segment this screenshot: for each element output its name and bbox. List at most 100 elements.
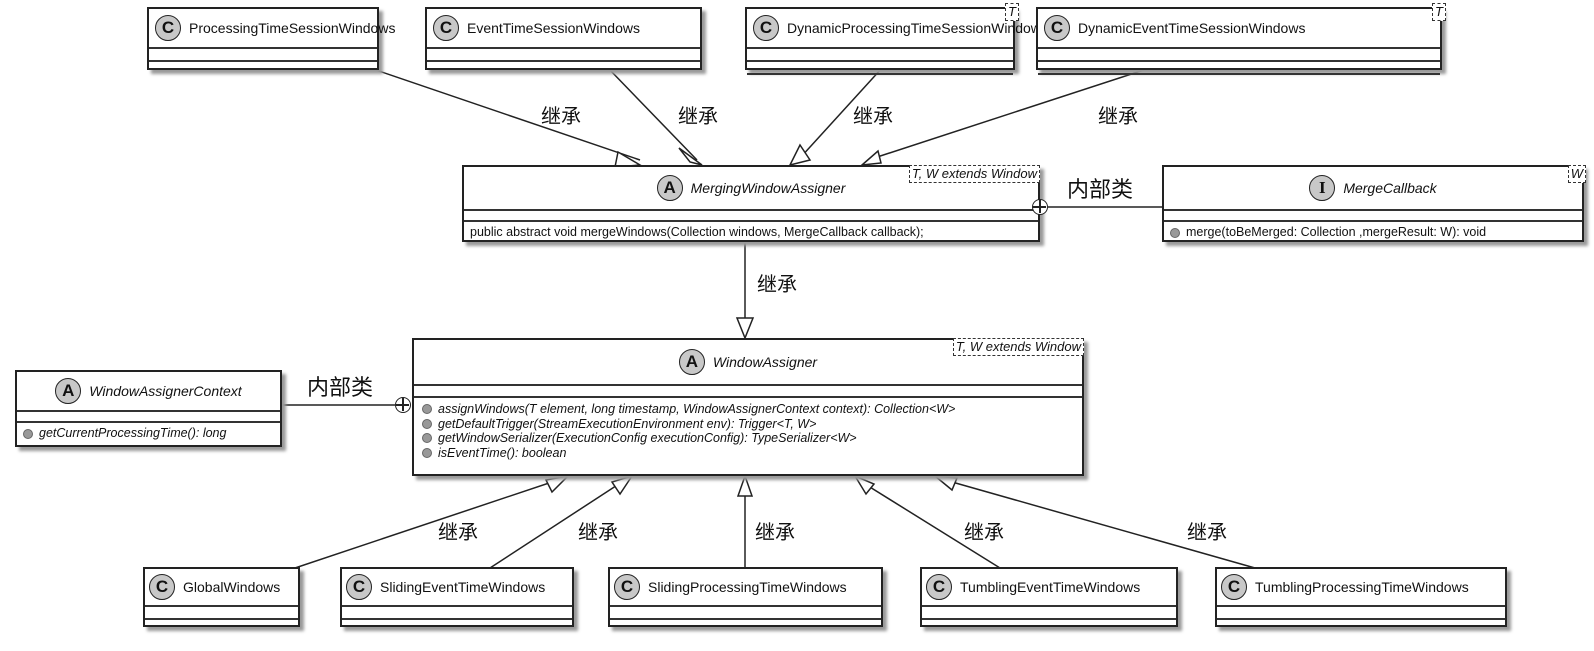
class-global-windows[interactable]: C GlobalWindows [143,567,300,627]
methods-compartment: assignWindows(T element, long timestamp,… [414,398,1082,464]
methods-compartment [747,62,1013,75]
class-stereotype-icon: C [346,574,372,600]
public-method-icon [422,404,432,415]
inner-class-label: 内部类 [307,376,374,401]
type-parameter-badge: T [1432,3,1446,21]
public-method-icon [1170,227,1180,238]
methods-compartment [1038,62,1440,75]
inner-class-nesting-icon [1032,199,1048,215]
class-stereotype-icon: C [1044,15,1070,41]
attributes-compartment [1038,49,1440,62]
inherit-edge-tumbling-event [864,483,1001,569]
class-name: ProcessingTimeSessionWindows [189,20,396,36]
inherit-label: 继承 [755,520,795,544]
method-merge: merge(toBeMerged: Collection ,mergeResul… [1170,225,1576,240]
methods-compartment [342,620,572,631]
inherit-label: 继承 [1098,104,1138,128]
class-dynamic-event-time-session-windows[interactable]: C DynamicEventTimeSessionWindows T [1036,3,1446,75]
method-get-default-trigger: getDefaultTrigger(StreamExecutionEnviron… [422,417,1074,432]
inherit-label: 继承 [678,104,718,128]
methods-compartment: public abstract void mergeWindows(Collec… [464,222,1038,243]
inherit-label: 继承 [853,104,893,128]
method-is-event-time: isEventTime(): boolean [422,446,1074,461]
public-method-icon [23,428,33,439]
type-parameter-badge: T, W extends Window [952,338,1084,356]
abstract-stereotype-icon: A [55,378,82,404]
inherit-edge-dynamic-processing [799,67,883,159]
class-name: WindowAssignerContext [89,383,242,399]
methods-compartment: merge(toBeMerged: Collection ,mergeResul… [1164,222,1582,243]
type-parameter-badge: T, W extends Window [908,165,1040,183]
inherit-arrowhead [932,475,959,492]
attributes-compartment [145,607,298,620]
inherit-arrowhead [736,473,754,497]
attributes-compartment [747,49,1013,62]
class-processing-time-session-windows[interactable]: C ProcessingTimeSessionWindows [147,7,395,73]
method-get-current-processing-time: getCurrentProcessingTime(): long [23,426,274,441]
attributes-compartment [1217,607,1505,620]
attributes-compartment [17,412,280,423]
inherit-label: 继承 [438,520,478,544]
class-stereotype-icon: C [149,574,175,600]
inherit-edge-dynamic-event [867,67,1151,161]
inherit-arrowhead [853,474,876,496]
type-parameter-badge: T [1005,3,1019,21]
inherit-arrowhead [735,317,755,341]
method-merge-windows: public abstract void mergeWindows(Collec… [470,225,924,239]
class-name: MergingWindowAssigner [690,180,846,196]
abstract-stereotype-icon: A [656,175,683,201]
public-method-icon [422,418,432,429]
inherit-label: 继承 [757,272,797,296]
class-stereotype-icon: C [753,15,779,41]
inherit-edge-sliding-event [489,479,626,569]
methods-compartment [145,620,298,631]
public-method-icon [422,447,432,458]
inherit-edge-global [294,479,559,569]
class-stereotype-icon: C [433,15,459,41]
class-sliding-event-time-windows[interactable]: C SlidingEventTimeWindows [340,567,574,627]
methods-compartment: getCurrentProcessingTime(): long [17,423,280,444]
methods-compartment [149,62,377,73]
type-parameter-badge: W [1567,165,1586,183]
class-stereotype-icon: C [155,15,181,41]
inherit-label: 继承 [578,520,618,544]
interface-stereotype-icon: I [1309,175,1336,201]
inner-class-nesting-icon [395,397,411,413]
inherit-label: 继承 [1187,520,1227,544]
inherit-arrowhead [610,474,634,496]
class-name: TumblingEventTimeWindows [960,579,1141,595]
attributes-compartment [149,49,377,62]
methods-compartment [922,620,1176,631]
class-merging-window-assigner[interactable]: A MergingWindowAssigner public abstract v… [462,165,1040,242]
class-name: GlobalWindows [183,579,281,595]
inherit-label: 继承 [541,104,581,128]
methods-compartment [427,62,700,73]
class-stereotype-icon: C [1221,574,1247,600]
inherit-arrowhead [678,147,703,166]
method-assign-windows: assignWindows(T element, long timestamp,… [422,402,1074,417]
inherit-arrowhead [859,149,882,166]
attributes-compartment [464,211,1038,222]
method-get-window-serializer: getWindowSerializer(ExecutionConfig exec… [422,431,1074,446]
class-window-assigner-context[interactable]: A WindowAssignerContext getCurrentProcess… [15,370,282,447]
attributes-compartment [342,607,572,620]
inherit-edge-tumbling-processing [944,479,1256,569]
inherit-label: 继承 [964,520,1004,544]
public-method-icon [422,433,432,444]
class-name: SlidingProcessingTimeWindows [648,579,847,595]
inherit-arrowhead [544,474,571,494]
inherit-edge-event-time-session [607,67,698,161]
class-name: SlidingEventTimeWindows [380,579,546,595]
inherit-edge-processing-time-session [369,67,641,161]
class-name: WindowAssigner [712,354,818,370]
attributes-compartment [610,607,881,620]
class-name: DynamicEventTimeSessionWindows [1078,20,1306,36]
